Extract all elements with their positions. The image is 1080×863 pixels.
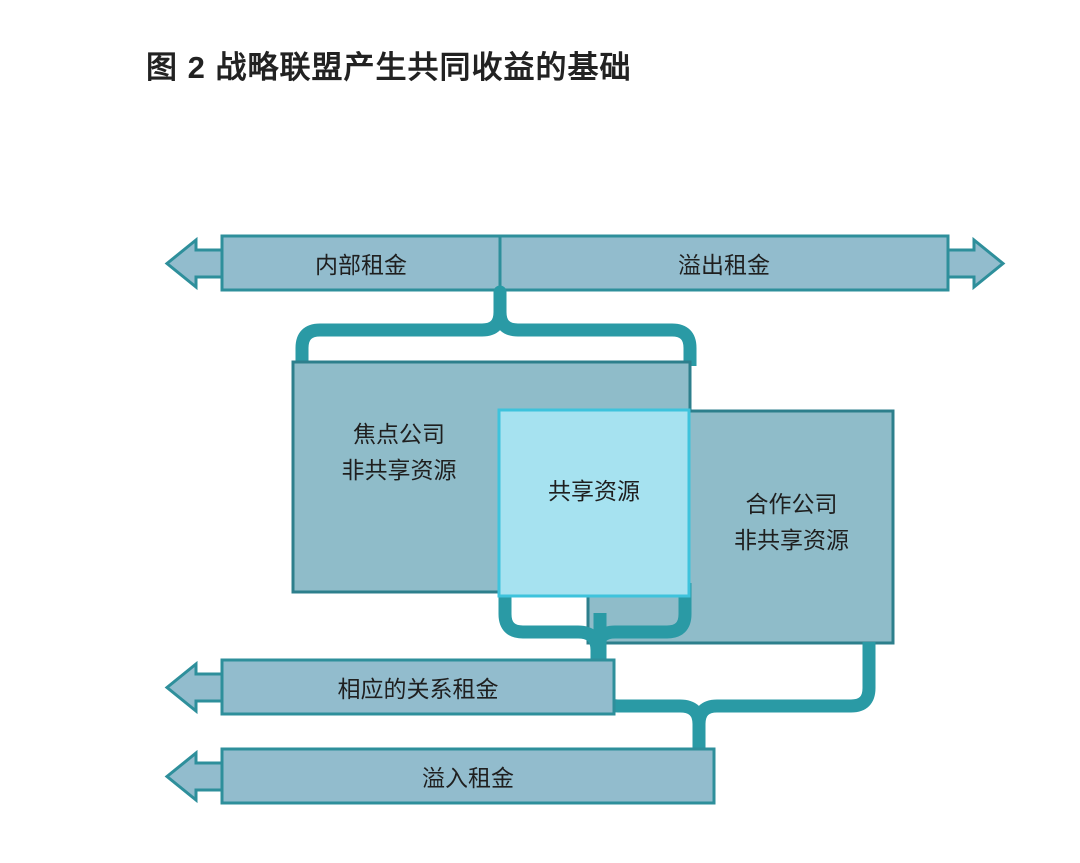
arrow-left-icon-inflow-rent (164, 749, 224, 804)
top-rent-bar-group (164, 234, 1006, 292)
arrow-left-icon-relational-rent (164, 660, 224, 715)
relational-rent-bar-group (164, 658, 616, 716)
page-title: 图 2 战略联盟产生共同收益的基础 (146, 50, 632, 85)
box-shared-resources (497, 408, 691, 598)
arrow-right-icon-spillover-rent (946, 236, 1006, 291)
bar-internal-rent (220, 234, 502, 292)
bar-relational-rent (220, 658, 616, 716)
bar-spillover-rent (498, 234, 950, 292)
brace-up-to-rent-split (295, 285, 697, 366)
inflow-rent-bar-group (164, 747, 716, 805)
arrow-left-icon-internal-rent (164, 236, 224, 291)
bar-inflow-rent (220, 747, 716, 805)
